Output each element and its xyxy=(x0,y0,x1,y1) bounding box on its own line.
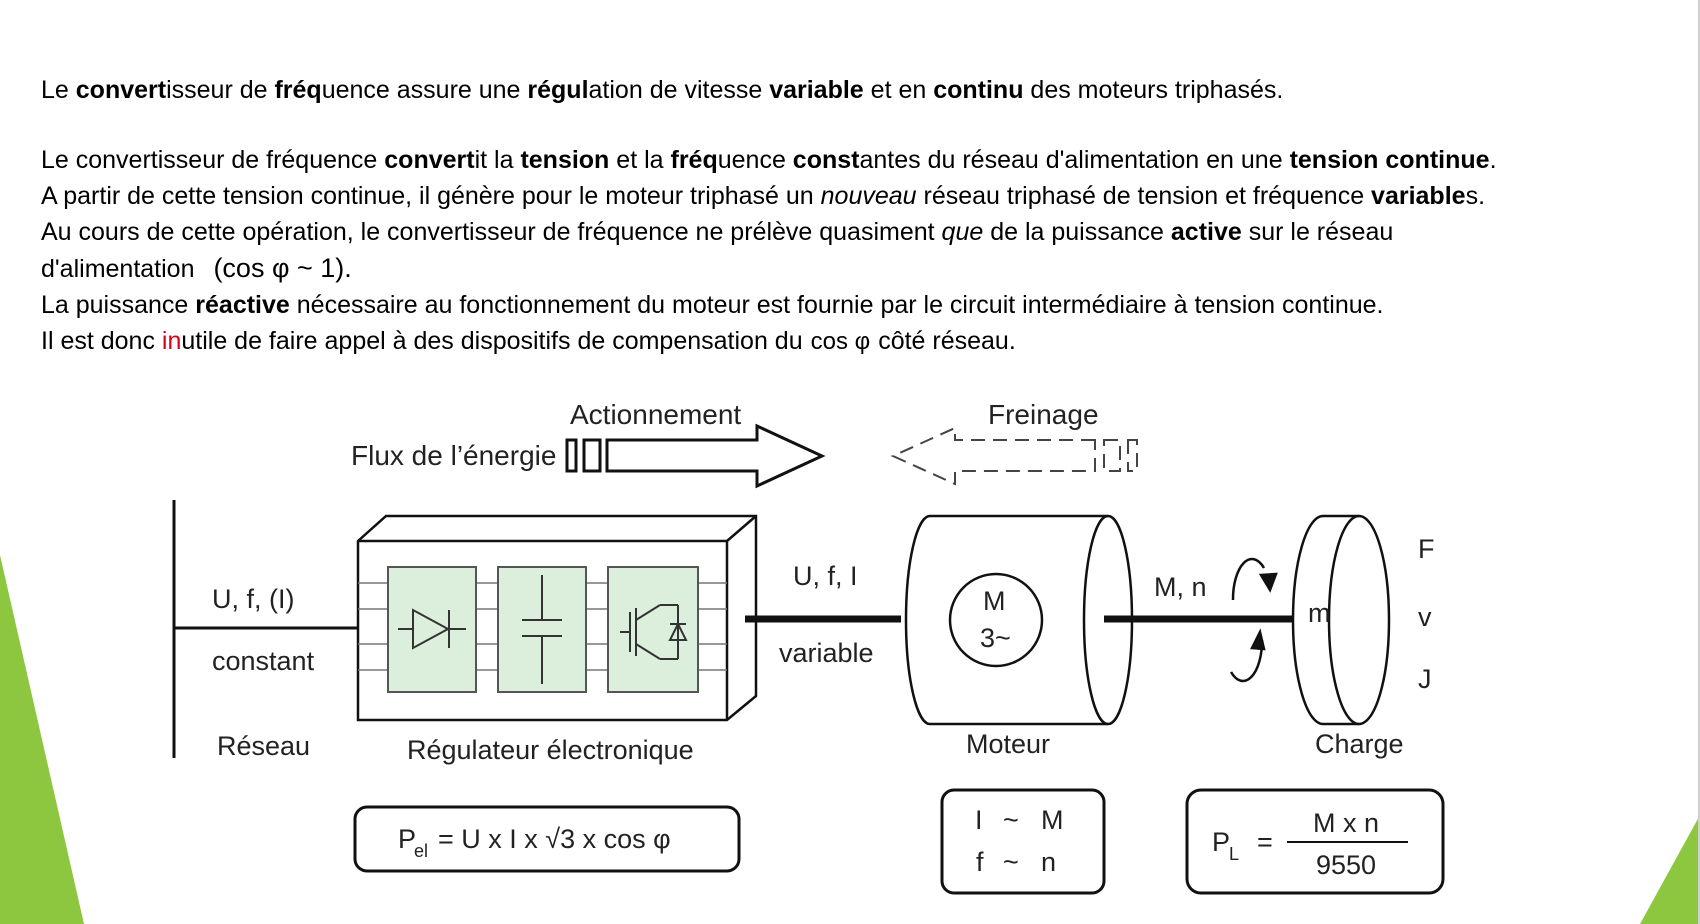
paragraph-2-line-2: A partir de cette tension continue, il g… xyxy=(41,178,1681,214)
pl-den: 9550 xyxy=(1316,850,1376,880)
text-segment: it la xyxy=(474,146,521,174)
text-segment: La puissance xyxy=(41,291,196,319)
text-segment: variable xyxy=(769,76,864,104)
text-segment: fréq xyxy=(670,146,718,174)
flux-label: Flux de l’énergie xyxy=(351,440,556,471)
pel-p: P xyxy=(398,824,416,854)
charge-label: Charge xyxy=(1315,729,1404,759)
text-segment: continu xyxy=(933,76,1024,104)
shaft-label: M, n xyxy=(1154,572,1207,602)
text-segment: uence assure une xyxy=(321,76,528,104)
motor-symbol xyxy=(948,572,1044,668)
freinage-arrow xyxy=(890,426,1138,486)
prop-tilde-2: ~ xyxy=(1003,847,1019,877)
load-cylinder xyxy=(1291,514,1391,726)
text-segment: s. xyxy=(1465,182,1486,210)
line4-text: d'alimentation xyxy=(41,255,195,283)
paragraph-1: Le convertisseur de fréquence assure une… xyxy=(41,72,1681,108)
text-segment: que xyxy=(941,218,984,246)
text-segment: convert xyxy=(384,146,475,174)
text-segment: uence xyxy=(717,146,793,174)
actionnement-arrow xyxy=(565,423,826,489)
text-segment: Le xyxy=(41,76,76,104)
motor-3: 3~ xyxy=(980,623,1011,653)
regulateur-label: Régulateur électronique xyxy=(407,735,694,765)
text-segment: des moteurs triphasés. xyxy=(1023,76,1284,104)
text-segment: tension xyxy=(520,146,610,174)
prop-box xyxy=(940,788,1106,895)
pl-p: P xyxy=(1212,827,1230,857)
text-segment: réactive xyxy=(195,291,290,319)
load-v: v xyxy=(1418,602,1432,632)
line6-a: Il est donc xyxy=(41,327,162,355)
text-segment: et la xyxy=(609,146,671,174)
paragraph-2-line-3: Au cours de cette opération, le converti… xyxy=(41,214,1681,250)
text-segment: et en xyxy=(863,76,934,104)
rotation-arrows xyxy=(1229,557,1278,683)
line6-b: utile de faire appel à des dispositifs d… xyxy=(181,327,803,355)
text-segment: nouveau xyxy=(820,182,917,210)
cos-phi-formula: (cos φ ~ 1). xyxy=(213,253,352,283)
pel-rest: = U x I x √3 x cos φ xyxy=(438,824,671,854)
text-segment: isseur de xyxy=(166,76,275,104)
pl-eq: = xyxy=(1257,827,1273,857)
text-segment: . xyxy=(1489,146,1497,174)
line6-red: in xyxy=(161,327,182,355)
motor-m: M xyxy=(983,586,1006,616)
text-segment: A partir de cette tension continue, il g… xyxy=(41,182,821,210)
paragraph-2-line-5: La puissance réactive nécessaire au fonc… xyxy=(41,287,1681,323)
out-variable: variable xyxy=(779,638,874,668)
green-left-triangle xyxy=(0,555,84,924)
line6-cosphi: cos φ xyxy=(810,328,871,355)
text-block: Le convertisseur de fréquence assure une… xyxy=(41,72,1681,360)
pl-sub: L xyxy=(1229,844,1239,864)
text-segment: active xyxy=(1170,218,1242,246)
text-segment: fréq xyxy=(274,76,322,104)
pel-box xyxy=(353,805,741,873)
load-j: J xyxy=(1418,664,1432,694)
prop-tilde-1: ~ xyxy=(1003,805,1019,835)
prop-n: n xyxy=(1041,847,1056,877)
text-segment: Au cours de cette opération, le converti… xyxy=(41,218,942,246)
actionnement-label: Actionnement xyxy=(570,399,741,430)
freinage-label: Freinage xyxy=(988,399,1099,430)
pel-sub: el xyxy=(414,841,428,861)
text-segment: antes du réseau d'alimentation en une xyxy=(859,146,1290,174)
inverter-block xyxy=(607,566,699,693)
paragraph-2-line-1: Le convertisseur de fréquence convertit … xyxy=(41,142,1681,178)
dc-link-block xyxy=(497,566,587,693)
text-segment: régul xyxy=(527,76,589,104)
reseau-ufi: U, f, (I) xyxy=(212,584,295,614)
text-segment: variable xyxy=(1371,182,1466,210)
reseau-label: Réseau xyxy=(217,731,310,761)
text-segment: Le convertisseur de fréquence xyxy=(41,146,385,174)
text-segment: réseau triphasé de tension et fréquence xyxy=(916,182,1372,210)
prop-i: I xyxy=(975,805,983,835)
prop-f: f xyxy=(976,847,984,877)
text-segment: const xyxy=(792,146,860,174)
text-segment: nécessaire au fonctionnement du moteur e… xyxy=(289,291,1384,319)
text-segment: sur le réseau xyxy=(1241,218,1394,246)
green-right-triangle xyxy=(1640,815,1700,924)
reseau-constant: constant xyxy=(212,646,315,676)
rectifier-block xyxy=(387,566,477,693)
text-segment: convert xyxy=(75,76,167,104)
text-segment: tension continue xyxy=(1289,146,1490,174)
moteur-label: Moteur xyxy=(966,729,1050,759)
line6-c: côté réseau. xyxy=(878,327,1016,355)
prop-m: M xyxy=(1041,805,1064,835)
out-ufi: U, f, I xyxy=(793,561,858,591)
load-f: F xyxy=(1418,534,1435,564)
paragraph-2-line-4: d'alimentation (cos φ ~ 1). xyxy=(41,250,1681,287)
paragraph-2-line-6: Il est donc inutile de faire appel à des… xyxy=(41,323,1681,360)
load-m: m xyxy=(1308,598,1331,628)
text-segment: de la puissance xyxy=(983,218,1171,246)
text-segment: ation de vitesse xyxy=(588,76,770,104)
pl-num: M x n xyxy=(1313,808,1379,838)
